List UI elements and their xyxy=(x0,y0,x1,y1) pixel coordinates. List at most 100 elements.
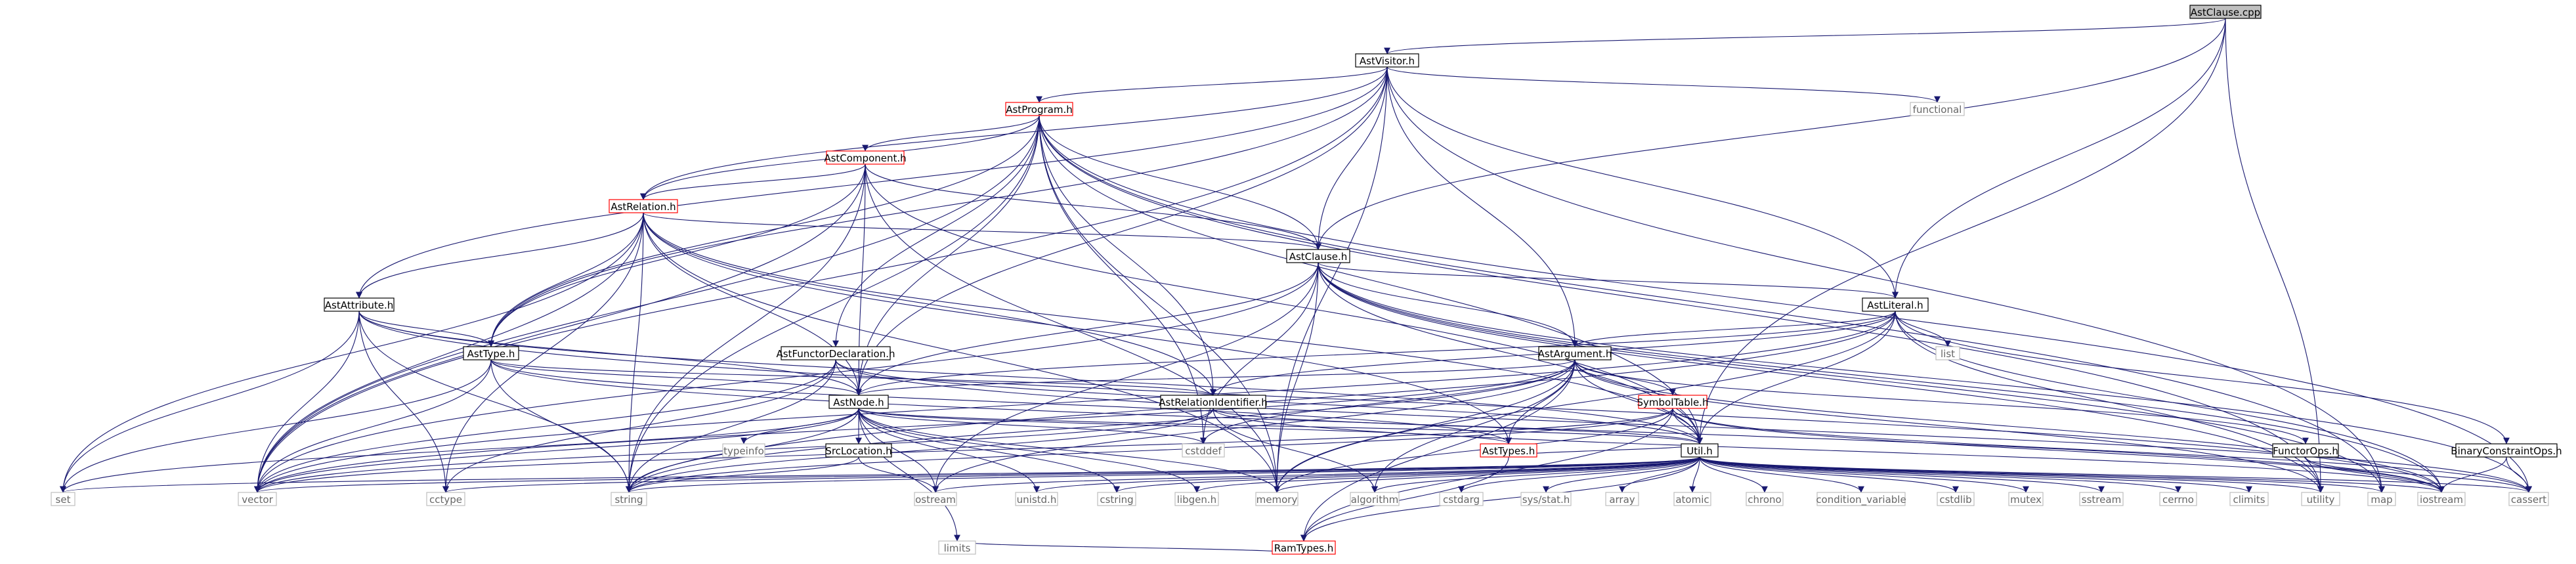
edge-astprogram_h-to-map xyxy=(1039,115,2385,493)
node-astclause-h[interactable]: AstClause.h xyxy=(1286,249,1350,263)
edge-asttype_h-to-asttypes_h xyxy=(490,359,1512,445)
node-box xyxy=(1935,346,1960,360)
edge-astprogram_h-to-string xyxy=(626,115,1040,493)
node-astcomponent-h[interactable]: AstComponent.h xyxy=(824,150,907,165)
edge-astfunctordeclaration_h-to-vector xyxy=(254,359,836,493)
edge-symboltable_h-to-cassert xyxy=(1672,408,2532,493)
edge-astnode_h-to-util_h xyxy=(858,408,1703,445)
node-box xyxy=(1480,443,1537,458)
edge-astliteral_h-to-iostream xyxy=(1895,311,2445,493)
edge-astcomponent_h-to-astnode_h xyxy=(855,163,866,396)
edge-util_h-to-iostream xyxy=(1699,456,2445,493)
node-box xyxy=(2455,443,2558,458)
edge-functorops_h-to-cassert xyxy=(2305,456,2532,493)
node-box xyxy=(1182,443,1225,458)
edge-astrelationidentifier_h-to-iostream xyxy=(1213,408,2445,493)
node-astrelationidentifier-h[interactable]: AstRelationIdentifier.h xyxy=(1159,395,1268,409)
edge-astprogram_h-to-astrelationidentifier_h xyxy=(1039,115,1216,396)
node-limits: limits xyxy=(938,540,976,555)
edge-asttype_h-to-astnode_h xyxy=(490,359,862,396)
node-box xyxy=(1005,102,1073,116)
node-symboltable-h[interactable]: SymbolTable.h xyxy=(1637,395,1709,409)
edge-astrelation_h-to-asttypes_h xyxy=(643,212,1512,445)
node-ramtypes-h[interactable]: RamTypes.h xyxy=(1272,540,1336,555)
node-astvisitor-h[interactable]: AstVisitor.h xyxy=(1355,53,1419,68)
node-box xyxy=(826,150,905,165)
node-list: list xyxy=(1935,346,1960,360)
edge-astprogram_h-to-utility xyxy=(1039,115,2324,493)
node-astargument-h[interactable]: AstArgument.h xyxy=(1538,346,1612,360)
node-box xyxy=(2508,492,2549,506)
node-astclause-cpp[interactable]: AstClause.cpp xyxy=(2189,5,2262,19)
node-label: set xyxy=(56,494,71,506)
node-condition-variable: condition_variable xyxy=(1816,492,1906,506)
node-box xyxy=(1681,443,1719,458)
node-unistd-h: unistd.h xyxy=(1015,492,1058,506)
edge-astnode_h-to-libgen_h xyxy=(858,408,1200,493)
edge-util_h-to-array xyxy=(1619,456,1700,493)
node-box xyxy=(1174,492,1219,506)
node-box xyxy=(1862,297,1929,312)
node-label: BinaryConstraintOps.h xyxy=(2451,445,2562,457)
edge-astattribute_h-to-util_h xyxy=(358,311,1703,445)
edge-util_h-to-cstdarg xyxy=(1458,456,1700,493)
node-astliteral-h[interactable]: AstLiteral.h xyxy=(1862,297,1929,312)
node-box xyxy=(1746,492,1784,506)
node-label: SrcLocation.h xyxy=(825,445,891,457)
edge-astclause_h-to-util_h xyxy=(1318,262,1703,445)
node-astnode-h[interactable]: AstNode.h xyxy=(828,395,889,409)
edge-asttype_h-to-astrelationidentifier_h xyxy=(490,359,1216,396)
edge-astnode_h-to-vector xyxy=(254,408,859,493)
edge-astcomponent_h-to-memory xyxy=(865,163,1280,493)
node-box xyxy=(2417,492,2466,506)
edge-astfunctordeclaration_h-to-cctype xyxy=(442,359,836,493)
node-box xyxy=(914,492,957,506)
node-cassert: cassert xyxy=(2508,492,2549,506)
edge-util_h-to-set xyxy=(60,456,1700,493)
edge-astprogram_h-to-util_h xyxy=(1039,115,1703,445)
edge-astclause_cpp-to-astvisitor_h xyxy=(1384,18,2226,54)
node-label: SymbolTable.h xyxy=(1637,397,1709,408)
node-astfunctordeclaration-h[interactable]: AstFunctorDeclaration.h xyxy=(776,346,895,360)
edge-asttype_h-to-vector xyxy=(254,359,492,493)
edge-astfunctordeclaration_h-to-string xyxy=(626,359,836,493)
edge-util_h-to-algorithm xyxy=(1371,456,1700,493)
node-label: condition_variable xyxy=(1816,494,1906,506)
edge-astclause_cpp-to-util_h xyxy=(1696,18,2226,445)
node-util-h[interactable]: Util.h xyxy=(1681,443,1719,458)
edge-symboltable_h-to-string xyxy=(626,408,1673,493)
node-box xyxy=(1097,492,1136,506)
node-label: AstProgram.h xyxy=(1006,104,1073,116)
node-box xyxy=(1605,492,1639,506)
edge-astnode_h-to-ostream xyxy=(858,408,939,493)
node-cctype: cctype xyxy=(426,492,465,506)
edge-astnode_h-to-memory xyxy=(858,408,1280,493)
node-label: AstFunctorDeclaration.h xyxy=(776,348,895,360)
edge-astargument_h-to-ramtypes_h xyxy=(1300,359,1576,542)
node-cstdarg: cstdarg xyxy=(1439,492,1484,506)
edge-astrelation_h-to-astnode_h xyxy=(643,212,862,396)
edge-astclause_h-to-astargument_h xyxy=(1318,262,1578,347)
edge-astvisitor_h-to-astargument_h xyxy=(1386,66,1578,347)
edge-astliteral_h-to-util_h xyxy=(1696,311,1896,445)
node-binaryconstraintops-h[interactable]: BinaryConstraintOps.h xyxy=(2451,443,2562,458)
node-astattribute-h[interactable]: AstAttribute.h xyxy=(324,297,395,312)
node-functorops-h[interactable]: FunctorOps.h xyxy=(2272,443,2339,458)
node-box xyxy=(828,395,889,409)
edge-astattribute_h-to-cctype xyxy=(358,311,449,493)
node-astrelation-h[interactable]: AstRelation.h xyxy=(609,199,678,213)
node-box xyxy=(1160,395,1266,409)
node-asttypes-h[interactable]: AstTypes.h xyxy=(1480,443,1537,458)
edge-binaryconstraintops_h-to-iostream xyxy=(2438,456,2507,493)
edge-astvisitor_h-to-astclause_h xyxy=(1315,66,1388,250)
node-sstream: sstream xyxy=(2079,492,2124,506)
node-label: AstClause.cpp xyxy=(2191,7,2260,18)
node-box xyxy=(781,346,891,360)
edge-astattribute_h-to-vector xyxy=(254,311,360,493)
node-astprogram-h[interactable]: AstProgram.h xyxy=(1005,102,1073,116)
node-asttype-h[interactable]: AstType.h xyxy=(463,346,519,360)
node-label: climits xyxy=(2233,494,2265,506)
node-box xyxy=(2301,492,2340,506)
node-srclocation-h[interactable]: SrcLocation.h xyxy=(825,443,892,458)
